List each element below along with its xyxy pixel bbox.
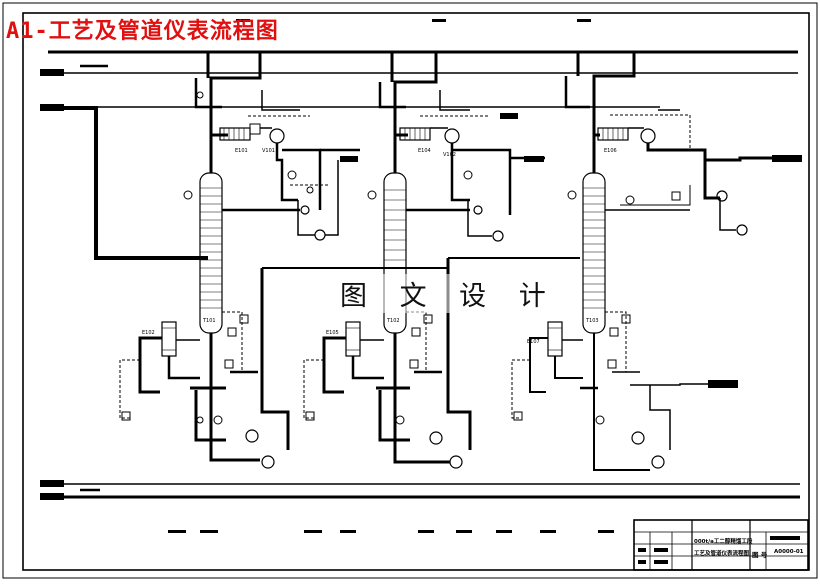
equipment-tags: E101 V101 T101 E102 E104 V102 T102 E105 … [142, 148, 617, 345]
pump-3b [716, 190, 728, 202]
product-arrows [340, 113, 802, 162]
reboiler-1 [161, 321, 177, 357]
pump-2a [492, 230, 504, 242]
unit-1 [119, 52, 448, 469]
title-block-drawing-name: 工艺及管道仪表流程图 [694, 551, 750, 557]
pump-1b [300, 205, 310, 215]
tag-condenser-2: E104 [418, 148, 431, 154]
feed-line [64, 106, 208, 260]
inner-border [22, 12, 810, 571]
pump-3c [631, 431, 645, 445]
unit-3 [511, 52, 790, 471]
tower-1 [199, 172, 223, 334]
pump-1d [261, 455, 275, 469]
top-stubs [168, 19, 614, 533]
title-block-number: A0000-01 [774, 549, 804, 555]
pump-3d [651, 455, 665, 469]
tag-tower-1: T101 [202, 318, 216, 324]
header-arrows [40, 69, 64, 500]
pump-2c [429, 431, 443, 445]
reflux-drum-2 [444, 128, 460, 144]
tag-reboiler-2: E105 [326, 330, 339, 336]
reboiler-3 [547, 321, 563, 357]
pump-2b [473, 205, 483, 215]
drawing-title: A1-工艺及管道仪表流程图 [6, 19, 279, 44]
pump-1c [245, 429, 259, 443]
pump-1a [314, 229, 326, 241]
reboiler-2 [345, 321, 361, 357]
tag-condenser-1: E101 [235, 148, 248, 154]
title-block-project: 000t/a工二醇精馏工段 [694, 539, 753, 545]
pump-3a [736, 224, 748, 236]
pump-2d [449, 455, 463, 469]
tower-3 [582, 172, 606, 334]
reflux-drum-1 [269, 128, 285, 144]
top-headers [48, 50, 800, 499]
tag-tower-2: T102 [386, 318, 400, 324]
title-block [633, 519, 809, 571]
tag-reboiler-1: E102 [142, 330, 155, 336]
tag-reboiler-3: E107 [527, 339, 540, 345]
unit-2 [303, 52, 580, 469]
reflux-drum-3 [640, 128, 656, 144]
title-block-label: 图 号 [752, 551, 768, 559]
tag-tower-3: T103 [585, 318, 599, 324]
watermark-text: 图 文 设 计 [338, 274, 560, 313]
tag-reflux-drum-1: V101 [262, 148, 275, 154]
tag-reflux-drum-2: V102 [443, 152, 456, 158]
tag-condenser-3: E106 [604, 148, 617, 154]
